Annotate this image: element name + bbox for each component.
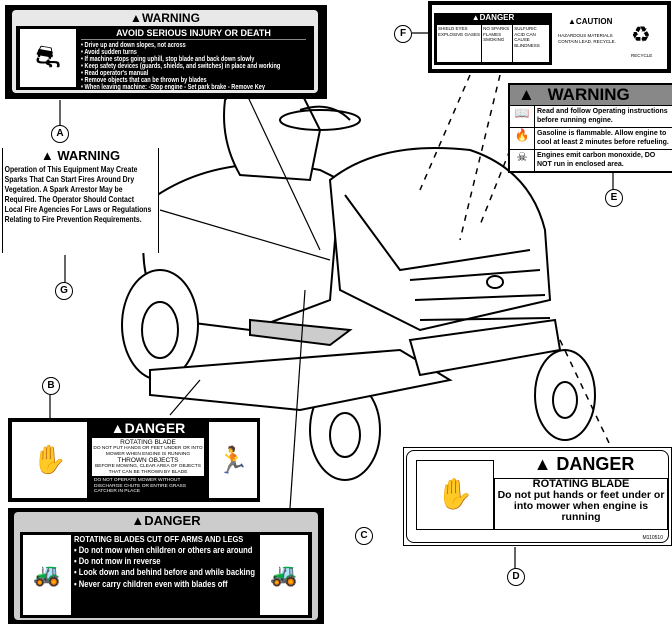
label-a-items: Drive up and down slopes, not across Avo… [81, 41, 280, 91]
label-e-row: 🔥 Gasoline is flammable. Allow engine to… [510, 127, 672, 149]
slope-tip-icon: ⛐ [20, 29, 76, 87]
label-c-items: Do not mow when children or others are a… [74, 545, 256, 590]
label-a-header: ▲WARNING [130, 11, 200, 25]
label-a-avoid-injury-warning: ▲WARNING ⛐ AVOID SERIOUS INJURY OR DEATH… [5, 5, 327, 99]
label-e-engine-warning: ▲ WARNING 📖 Read and follow Operating in… [508, 83, 672, 173]
label-b-header: ▲DANGER [110, 420, 186, 436]
label-c-rotating-blades-danger: ▲DANGER 🚜 🚜 ROTATING BLADES CUT OFF ARMS… [8, 508, 324, 624]
callout-b: B [42, 377, 60, 395]
callout-f: F [394, 25, 412, 43]
label-f-caution-header: ▲CAUTION [568, 17, 613, 26]
callout-d: D [507, 568, 525, 586]
callout-g: G [55, 282, 73, 300]
recycle-icon: ♻ [631, 22, 651, 47]
label-e-row: ☠ Engines emit carbon monoxide, DO NOT r… [510, 149, 672, 171]
blade-hand-icon: ✋ [416, 460, 494, 530]
callout-c: C [355, 527, 373, 545]
callout-e: E [605, 189, 623, 207]
label-g-header: ▲ WARNING [40, 148, 121, 163]
label-g-spark-warning: ▲ WARNING Operation of This Equipment Ma… [2, 148, 159, 253]
label-d-header: ▲ DANGER [533, 454, 635, 474]
label-d-rotating-blade-danger: ✋ ▲ DANGER ROTATING BLADE Do not put han… [403, 447, 672, 546]
callout-a: A [51, 125, 69, 143]
label-f-battery-labels: ▲DANGER SHIELD EYES EXPLOSIVE GASES NO S… [428, 1, 671, 73]
mower-reverse-icon: 🚜 [260, 535, 308, 615]
fumes-icon: ☠ [516, 150, 528, 164]
label-b-rotating-blade-danger: ✋ ▲DANGER ROTATING BLADE DO NOT PUT HAND… [8, 418, 260, 502]
label-e-row: 📖 Read and follow Operating instructions… [510, 105, 672, 127]
label-a-subheader: AVOID SERIOUS INJURY OR DEATH [81, 28, 306, 40]
thrown-objects-icon: 🏃 [209, 422, 257, 498]
mower-forward-icon: 🚜 [23, 535, 71, 615]
label-e-header: ▲ WARNING [510, 85, 672, 105]
book-icon: 📖 [514, 106, 530, 120]
label-c-header: ▲DANGER [131, 513, 201, 528]
blade-hand-icon: ✋ [12, 422, 87, 498]
fire-icon: 🔥 [514, 128, 530, 142]
label-f-danger-header: ▲DANGER [471, 13, 515, 22]
